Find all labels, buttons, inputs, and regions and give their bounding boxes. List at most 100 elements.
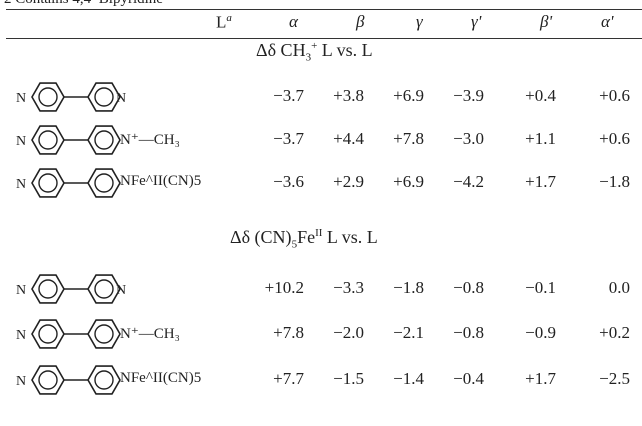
nitrogen-right: N bbox=[116, 91, 126, 106]
nitrogen-left: N bbox=[16, 283, 26, 298]
shift-value-cell: +2.9 bbox=[333, 172, 364, 191]
aromatic-circle-left bbox=[38, 279, 58, 299]
table-caption: 2 Contains 4,4'-Bipyridine bbox=[4, 0, 163, 8]
nitrogen-left: N bbox=[16, 328, 26, 343]
ligand-substituent-label: N⁺—CH₃ bbox=[120, 132, 180, 148]
shift-value-cell: +1.1 bbox=[525, 129, 556, 148]
nitrogen-right: N bbox=[116, 283, 126, 298]
header-beta: β bbox=[356, 12, 365, 31]
shift-value-cell: −3.9 bbox=[453, 86, 484, 105]
aromatic-circle-right bbox=[94, 279, 114, 299]
shift-value-cell: −0.8 bbox=[453, 278, 484, 297]
shift-value-cell: +10.2 bbox=[264, 278, 304, 297]
shift-value-cell: +0.4 bbox=[525, 86, 556, 105]
shift-value-cell: −0.4 bbox=[453, 369, 484, 388]
shift-value-cell: −0.1 bbox=[525, 278, 556, 297]
pyridine-ring-right bbox=[87, 365, 121, 395]
shift-value-cell: +0.6 bbox=[599, 86, 630, 105]
pyridine-ring-right bbox=[87, 319, 121, 349]
nitrogen-left: N bbox=[16, 91, 26, 106]
aromatic-circle-left bbox=[38, 130, 58, 150]
bipyridine-structure-drawing: NN bbox=[14, 168, 121, 198]
header-rule bbox=[6, 38, 642, 39]
ligand-substituent-label: N⁺—CH₃ bbox=[120, 326, 180, 342]
shift-value-cell: 0.0 bbox=[608, 278, 630, 297]
shift-value-cell: −2.5 bbox=[599, 369, 630, 388]
shift-value-cell: −1.8 bbox=[393, 278, 424, 297]
ligand-substituent-label: NFe^II(CN)5 bbox=[120, 173, 202, 189]
bipyridine-structure-drawing: NN bbox=[14, 319, 121, 349]
shift-value-cell: −3.6 bbox=[273, 172, 304, 191]
shift-value-cell: +1.7 bbox=[525, 172, 556, 191]
shift-value-cell: −0.9 bbox=[525, 323, 556, 342]
pyridine-ring-left bbox=[31, 365, 65, 395]
aromatic-circle-right bbox=[94, 87, 114, 107]
shift-value-cell: +6.9 bbox=[393, 86, 424, 105]
header-beta-prime: β' bbox=[540, 12, 553, 31]
nitrogen-mask-left: N bbox=[16, 283, 26, 298]
aromatic-circle-right bbox=[94, 173, 114, 193]
bipyridine-structure-drawing: NN bbox=[14, 365, 121, 395]
shift-value-cell: −0.8 bbox=[453, 323, 484, 342]
pyridine-ring-left bbox=[31, 168, 65, 198]
shift-value-cell: +7.7 bbox=[273, 369, 304, 388]
ligand-substituent-label: NFe^II(CN)5 bbox=[120, 370, 202, 386]
bipyridine-structure-drawing: NN bbox=[14, 125, 121, 155]
shift-value-cell: +6.9 bbox=[393, 172, 424, 191]
aromatic-circle-right bbox=[94, 130, 114, 150]
header-ligand: La bbox=[216, 12, 232, 32]
section-title-iron: Δδ (CN)5FeII L vs. L bbox=[230, 227, 378, 251]
nitrogen-left: N bbox=[16, 374, 26, 389]
shift-value-cell: −3.7 bbox=[273, 129, 304, 148]
nitrogen-left: N bbox=[16, 134, 26, 149]
shift-value-cell: +3.8 bbox=[333, 86, 364, 105]
shift-value-cell: −2.0 bbox=[333, 323, 364, 342]
shift-value-cell: +0.6 bbox=[599, 129, 630, 148]
aromatic-circle-left bbox=[38, 173, 58, 193]
nitrogen-mask-left: N bbox=[16, 328, 26, 343]
aromatic-circle-left bbox=[38, 324, 58, 344]
shift-value-cell: −2.1 bbox=[393, 323, 424, 342]
aromatic-circle-left bbox=[38, 370, 58, 390]
nitrogen-mask-left: N bbox=[16, 91, 26, 106]
shift-value-cell: −1.4 bbox=[393, 369, 424, 388]
header-gamma-prime: γ' bbox=[471, 12, 482, 31]
shift-value-cell: +7.8 bbox=[273, 323, 304, 342]
shift-value-cell: −3.7 bbox=[273, 86, 304, 105]
pyridine-ring-left bbox=[31, 319, 65, 349]
nitrogen-mask-left: N bbox=[16, 177, 26, 192]
aromatic-circle-right bbox=[94, 324, 114, 344]
header-alpha-prime: α' bbox=[601, 12, 614, 31]
pyridine-ring-right bbox=[87, 82, 121, 112]
shift-value-cell: −4.2 bbox=[453, 172, 484, 191]
shift-value-cell: +4.4 bbox=[333, 129, 364, 148]
shift-value-cell: +0.2 bbox=[599, 323, 630, 342]
nitrogen-mask-left: N bbox=[16, 374, 26, 389]
header-alpha: α bbox=[289, 12, 298, 31]
shift-value-cell: −1.8 bbox=[599, 172, 630, 191]
pyridine-ring-left bbox=[31, 82, 65, 112]
pyridine-ring-left bbox=[31, 125, 65, 155]
shift-value-cell: −1.5 bbox=[333, 369, 364, 388]
pyridine-ring-right bbox=[87, 168, 121, 198]
header-gamma: γ bbox=[416, 12, 423, 31]
nitrogen-left: N bbox=[16, 177, 26, 192]
pyridine-ring-right bbox=[87, 125, 121, 155]
shift-value-cell: −3.0 bbox=[453, 129, 484, 148]
shift-value-cell: +1.7 bbox=[525, 369, 556, 388]
shift-value-cell: −3.3 bbox=[333, 278, 364, 297]
aromatic-circle-right bbox=[94, 370, 114, 390]
pyridine-ring-right bbox=[87, 274, 121, 304]
top-rule bbox=[6, 9, 642, 10]
aromatic-circle-left bbox=[38, 87, 58, 107]
shift-value-cell: +7.8 bbox=[393, 129, 424, 148]
pyridine-ring-left bbox=[31, 274, 65, 304]
